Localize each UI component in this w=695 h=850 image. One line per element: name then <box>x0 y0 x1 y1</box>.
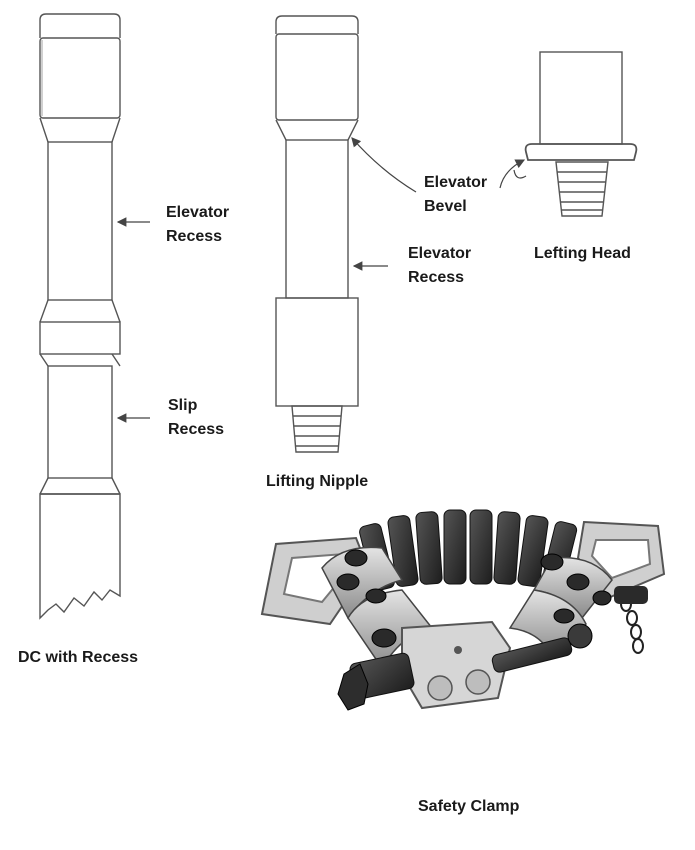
dc-with-recess-caption: DC with Recess <box>18 649 139 666</box>
lifting-nipple-caption: Lifting Nipple <box>266 473 369 490</box>
dc-with-recess-drawing <box>39 13 121 620</box>
safety-clamp-image <box>260 509 666 711</box>
safety-clamp-caption: Safety Clamp <box>418 798 520 815</box>
dc-elevator-recess-label: Elevator Recess <box>166 204 230 245</box>
lifting-head-caption: Lefting Head <box>534 245 631 262</box>
lifting-head-drawing <box>524 51 638 217</box>
dc-slip-recess-label: Slip Recess <box>168 397 225 438</box>
lifting-nipple-drawing <box>275 15 359 453</box>
nipple-elevator-bevel-label: Elevator Bevel <box>424 174 488 215</box>
nipple-elevator-recess-label: Elevator Recess <box>408 245 472 286</box>
